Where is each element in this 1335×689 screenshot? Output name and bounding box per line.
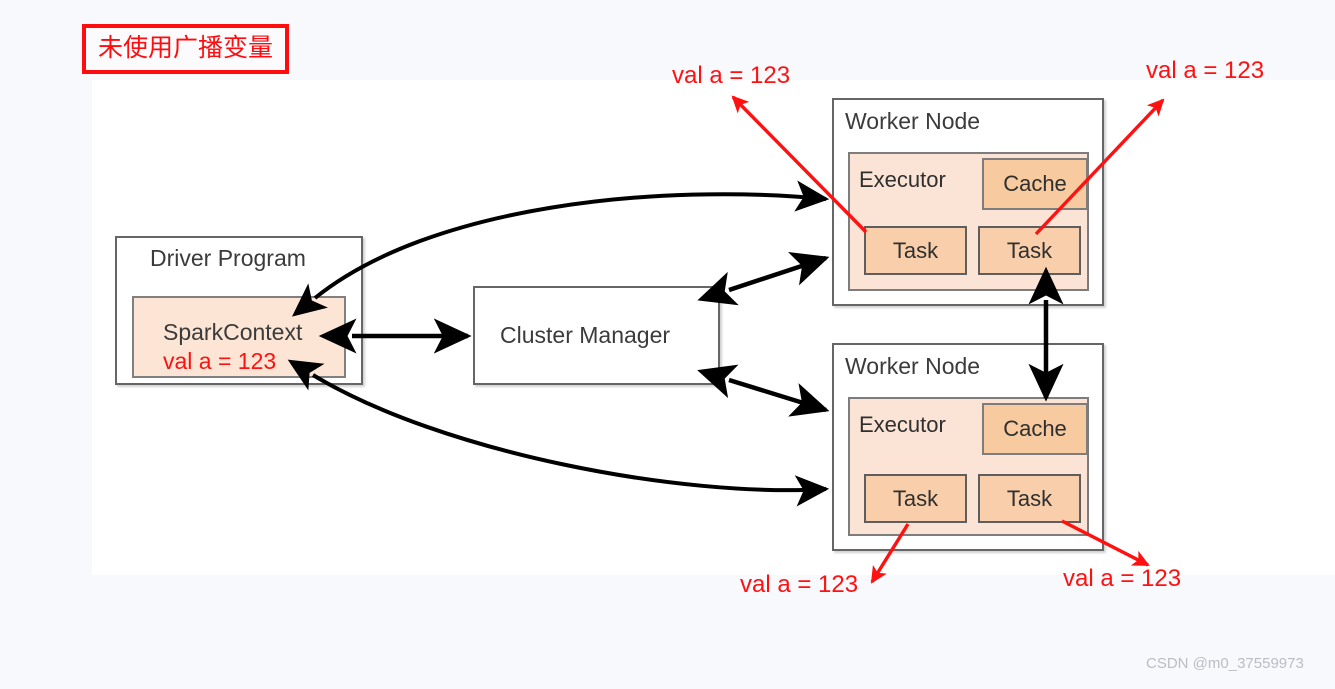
annotation-top-left: val a = 123 <box>672 62 791 89</box>
worker-node-2-label: Worker Node <box>845 353 981 379</box>
executor-1-label: Executor <box>859 167 946 192</box>
watermark: CSDN @m0_37559973 <box>1146 655 1304 672</box>
sparkcontext-label: SparkContext <box>163 319 303 345</box>
cache-1-box: Cache <box>982 158 1088 210</box>
task-1a-box: Task <box>864 226 967 275</box>
annotation-bottom-right: val a = 123 <box>1063 565 1182 592</box>
annotation-bottom-left: val a = 123 <box>740 571 859 598</box>
title-banner: 未使用广播变量 <box>82 24 290 74</box>
cache-2-box: Cache <box>982 403 1088 455</box>
task-1b-box: Task <box>978 226 1081 275</box>
executor-2-label: Executor <box>859 412 946 437</box>
task-2a-box: Task <box>864 474 967 523</box>
annotation-top-right: val a = 123 <box>1146 57 1265 84</box>
worker-node-1-label: Worker Node <box>845 108 981 134</box>
sparkcontext-value-annotation: val a = 123 <box>163 348 277 374</box>
driver-program-label: Driver Program <box>150 245 306 271</box>
task-2b-box: Task <box>978 474 1081 523</box>
cluster-manager-label: Cluster Manager <box>500 322 671 348</box>
